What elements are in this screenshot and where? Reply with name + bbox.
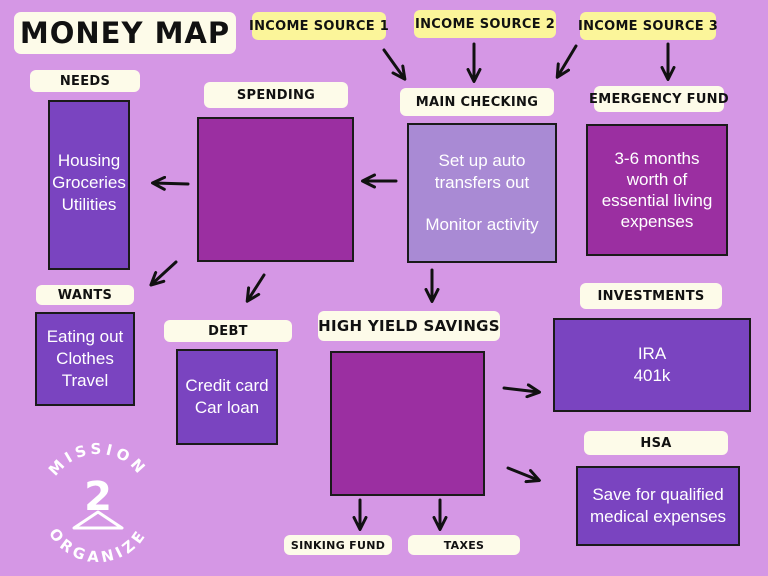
emergency-fund-line: 3-6 months [614, 148, 700, 168]
arrow-spending-to-needs [151, 175, 190, 191]
hsa-line: medical expenses [589, 507, 727, 526]
main-checking-line: Set up auto [438, 150, 526, 170]
hsa-label: HSA [584, 431, 728, 455]
hsa-box: Save for qualified medical expenses [576, 466, 740, 546]
investments-label: INVESTMENTS [580, 283, 722, 309]
arrow-savings-to-hsa [506, 466, 541, 484]
arrow-income3-to-checking [555, 44, 578, 79]
wants-box: Eating out Clothes Travel [35, 312, 135, 406]
page-title: MONEY MAP [14, 12, 236, 54]
hsa-line: Save for qualified [592, 484, 724, 504]
needs-line: Utilities [61, 195, 117, 215]
debt-label: DEBT [164, 320, 292, 342]
arrow-spending-to-wants [149, 260, 178, 287]
income-source-1-label: INCOME SOURCE 1 [249, 12, 389, 40]
svg-text:ORGANIZE: ORGANIZE [45, 525, 151, 567]
investments-box: IRA 401k [553, 318, 751, 412]
main-checking-box: Set up auto transfers out Monitor activi… [407, 123, 557, 263]
arrow-spending-to-debt [245, 273, 266, 303]
spending-box [197, 117, 354, 262]
emergency-fund-line: expenses [620, 212, 694, 232]
emergency-fund-line: essential living [601, 191, 713, 210]
debt-box: Credit card Car loan [176, 349, 278, 445]
spending-label: SPENDING [204, 82, 348, 108]
needs-label: NEEDS [30, 70, 140, 92]
needs-line: Housing [57, 151, 121, 170]
arrow-income1-to-checking [382, 48, 407, 81]
needs-box: Housing Groceries Utilities [48, 100, 130, 270]
income-source-3-label: INCOME SOURCE 3 [578, 12, 718, 40]
main-checking-line: Monitor activity [425, 215, 539, 235]
arrow-savings-to-investments [502, 383, 541, 399]
emergency-fund-label: EMERGENCY FUND [589, 86, 729, 112]
needs-line: Groceries [52, 173, 126, 193]
logo-bottom-text: ORGANIZE [45, 525, 147, 567]
taxes-label: TAXES [408, 535, 520, 555]
emergency-fund-line: worth of [626, 169, 688, 189]
income-source-2-label: INCOME SOURCE 2 [414, 10, 556, 38]
sinking-fund-label: SINKING FUND [284, 535, 392, 555]
high-yield-savings-label: HIGH YIELD SAVINGS [318, 311, 500, 341]
mission-organize-logo: MISSION ORGANIZE 2 [45, 440, 151, 567]
investments-line: 401k [633, 366, 671, 385]
high-yield-savings-box [330, 351, 485, 496]
debt-line: Credit card [185, 375, 269, 395]
main-checking-line: transfers out [434, 172, 530, 192]
wants-line: Clothes [56, 348, 114, 368]
wants-label: WANTS [36, 285, 134, 305]
debt-line: Car loan [194, 398, 260, 417]
wants-line: Eating out [46, 326, 124, 346]
emergency-fund-box: 3-6 months worth of essential living exp… [586, 124, 728, 256]
hanger-icon [72, 510, 124, 530]
wants-line: Travel [61, 371, 109, 391]
main-checking-label: MAIN CHECKING [400, 88, 554, 116]
investments-line: IRA [637, 343, 667, 363]
